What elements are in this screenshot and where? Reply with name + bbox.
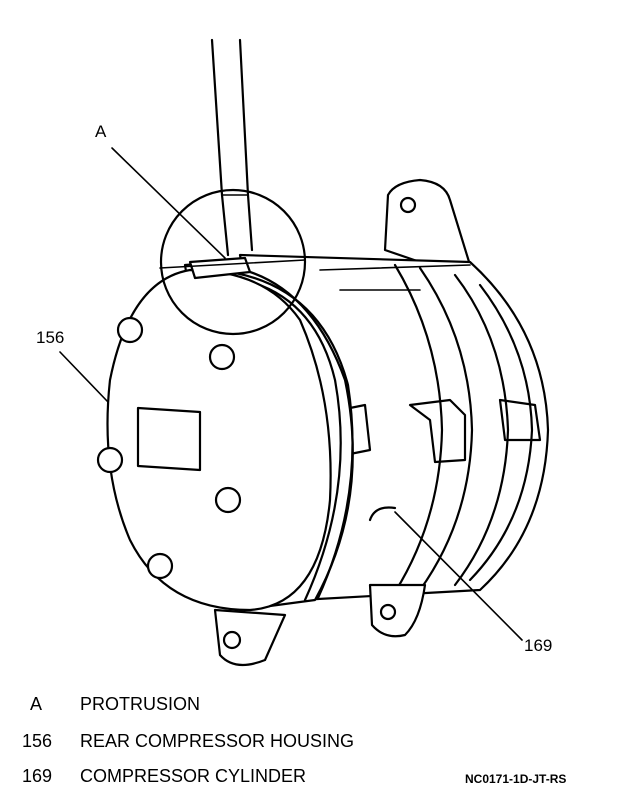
figure-reference-code: NC0171-1D-JT-RS xyxy=(465,772,567,786)
legend-key: A xyxy=(30,694,43,714)
detail-circle xyxy=(159,188,307,336)
compressor-illustration xyxy=(59,38,550,667)
mounting-ear-lower xyxy=(213,583,427,667)
legend-key: 169 xyxy=(22,766,53,786)
rear-compressor-housing xyxy=(96,256,332,612)
callout-156: 156 xyxy=(36,328,65,347)
legend-row-156: 156 REAR COMPRESSOR HOUSING xyxy=(0,729,640,753)
legend-row-a: A PROTRUSION xyxy=(0,692,640,716)
legend-key: 156 xyxy=(22,731,53,751)
callout-169: 169 xyxy=(524,636,553,655)
legend-row-169: 169 COMPRESSOR CYLINDER xyxy=(0,764,460,788)
legend-text: PROTRUSION xyxy=(80,694,201,714)
legend-text: REAR COMPRESSOR HOUSING xyxy=(80,731,355,751)
mounting-ear-rear xyxy=(383,178,472,267)
legend-text: COMPRESSOR CYLINDER xyxy=(80,766,307,786)
leader-lines xyxy=(59,147,523,641)
tool-rod xyxy=(210,38,254,257)
callout-a: A xyxy=(95,122,107,141)
